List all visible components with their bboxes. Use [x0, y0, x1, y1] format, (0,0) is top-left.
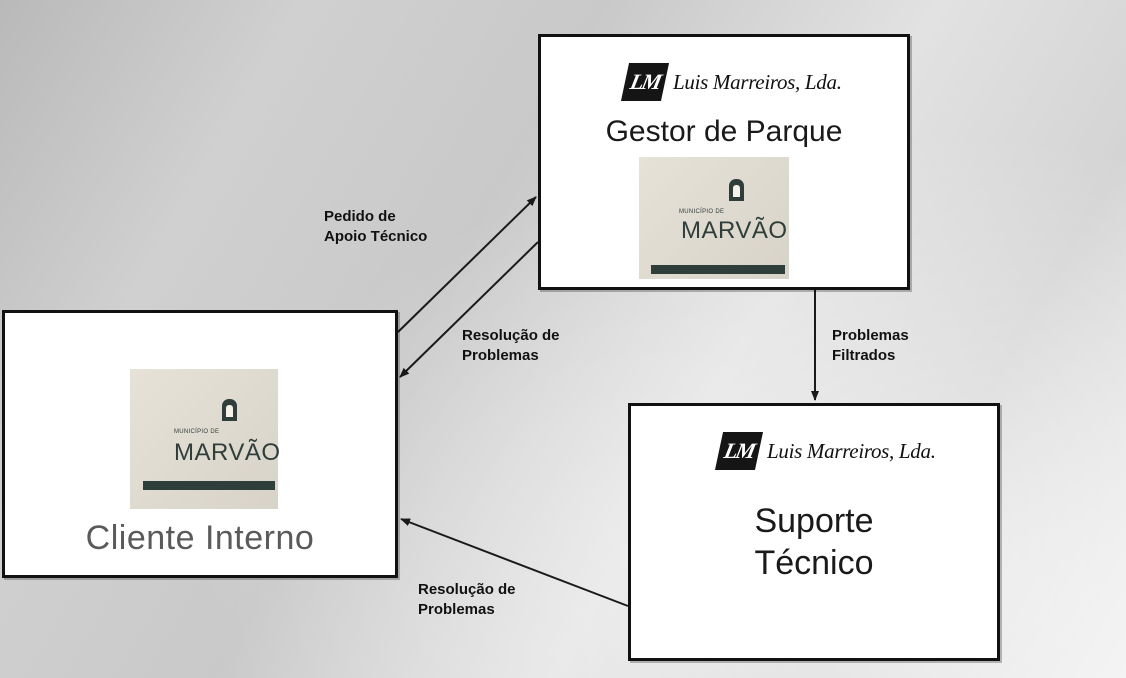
label-pedido-line2: Apoio Técnico	[324, 228, 428, 245]
label-resolucao-top-line1: Resolução de	[462, 327, 560, 344]
arrow-pedido	[397, 196, 537, 333]
marvao-logo-small-text: MUNICÍPIO DE	[174, 429, 220, 435]
label-pedido-line1: Pedido de	[324, 208, 396, 225]
label-filtrados-line2: Filtrados	[832, 347, 896, 364]
label-resolucao-top-line2: Problemas	[462, 347, 539, 364]
marvao-logo-bar	[651, 265, 785, 274]
cliente-box: MUNICÍPIO DE MARVÃO Cliente Interno	[2, 310, 398, 578]
luis-marreiros-logo: LM Luis Marreiros, Lda.	[714, 432, 936, 470]
label-resolucao-bottom-line1: Resolução de	[418, 581, 516, 598]
luis-marreiros-logo: LM Luis Marreiros, Lda.	[620, 63, 842, 101]
marvao-logo-bar	[143, 481, 275, 490]
marvao-logo-small-text: MUNICÍPIO DE	[679, 209, 725, 215]
label-pedido: Pedido de Apoio Técnico	[324, 207, 427, 247]
suporte-box: LM Luis Marreiros, Lda. Suporte Técnico	[628, 403, 1000, 661]
gestor-box: LM Luis Marreiros, Lda. Gestor de Parque…	[538, 34, 910, 290]
lm-mark-icon: LM	[620, 63, 670, 101]
gestor-title: Gestor de Parque	[605, 115, 843, 148]
suporte-title: Suporte Técnico	[631, 500, 997, 584]
arrow-resolucao-top	[399, 241, 539, 378]
lm-mark-icon: LM	[714, 432, 764, 470]
arrow-resolucao-bottom	[400, 518, 629, 607]
label-resolucao-bottom: Resolução de Problemas	[418, 580, 516, 620]
label-filtrados: Problemas Filtrados	[832, 326, 909, 366]
label-resolucao-top: Resolução de Problemas	[462, 326, 560, 366]
brand-name: Luis Marreiros, Lda.	[673, 69, 842, 94]
suporte-title-line2: Técnico	[754, 544, 874, 582]
label-filtrados-line1: Problemas	[832, 327, 909, 344]
label-resolucao-bottom-line2: Problemas	[418, 601, 495, 618]
suporte-title-line1: Suporte	[754, 502, 874, 540]
marvao-logo-name: MARVÃO	[174, 439, 281, 466]
brand-name: Luis Marreiros, Lda.	[767, 438, 936, 463]
tower-icon	[729, 179, 744, 201]
cliente-title: Cliente Interno	[85, 519, 315, 557]
tower-icon	[222, 399, 237, 421]
marvao-logo: MUNICÍPIO DE MARVÃO	[639, 157, 789, 279]
marvao-logo-name: MARVÃO	[681, 217, 788, 244]
marvao-logo: MUNICÍPIO DE MARVÃO	[130, 369, 281, 509]
